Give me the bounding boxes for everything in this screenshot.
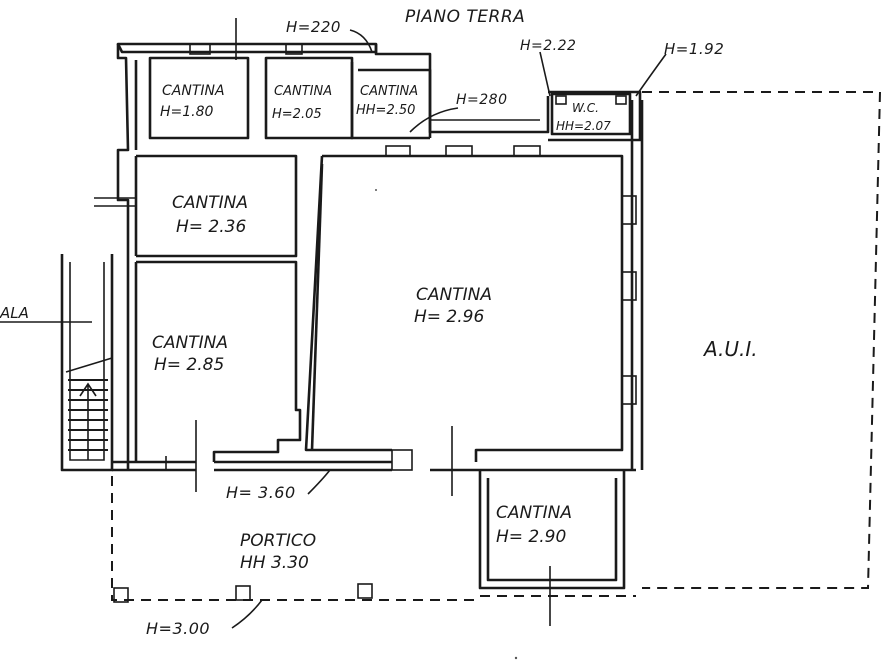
aui-label: A.U.I. <box>702 337 758 361</box>
wc-height: HH=2.07 <box>556 119 611 133</box>
cantina-small-name: CANTINA <box>496 503 572 523</box>
cantina-mid-left-name: CANTINA <box>172 193 248 213</box>
portico-height: HH 3.30 <box>240 553 309 573</box>
portico-name: PORTICO <box>240 531 316 551</box>
cantina-top2-name: CANTINA <box>274 84 332 99</box>
cantina-left-name: CANTINA <box>152 333 228 353</box>
cantina-small-walls <box>478 470 626 626</box>
cantina-left-walls <box>134 260 302 492</box>
annotation-h280: H=280 <box>456 92 507 108</box>
cantina-top1-height: H=1.80 <box>160 104 214 120</box>
scala-label: ALA <box>0 304 29 322</box>
cantina-top2-height: H=2.05 <box>272 107 322 122</box>
cantina-small-height: H= 2.90 <box>496 527 566 547</box>
north-rooms-walls <box>148 18 540 140</box>
cantina-big-name: CANTINA <box>416 285 492 305</box>
cantina-mid-left-walls <box>94 154 298 258</box>
wc-name: W.C. <box>572 101 599 115</box>
annotation-h222: H=2.22 <box>520 38 576 54</box>
annotation-h360: H= 3.60 <box>226 483 296 502</box>
aui-outline <box>642 91 882 589</box>
annotation-h220: H=220 <box>286 18 341 36</box>
leader-lines <box>231 29 667 629</box>
cantina-top3-name: CANTINA <box>360 84 418 99</box>
outer-walls <box>112 42 644 472</box>
cantina-big-walls <box>304 145 637 496</box>
plan-title: PIANO TERRA <box>405 7 525 27</box>
cantina-top3-height: HH=2.50 <box>356 103 415 118</box>
cantina-left-height: H= 2.85 <box>154 355 224 375</box>
cantina-mid-left-height: H= 2.36 <box>176 217 246 237</box>
portico-outline <box>111 476 636 603</box>
annotation-h192: H=1.92 <box>664 40 724 58</box>
wc-walls <box>550 92 632 136</box>
staircase <box>0 254 114 472</box>
annotation-h300: H=3.00 <box>146 619 210 638</box>
cantina-top1-name: CANTINA <box>162 83 225 99</box>
cantina-big-height: H= 2.96 <box>414 307 484 327</box>
